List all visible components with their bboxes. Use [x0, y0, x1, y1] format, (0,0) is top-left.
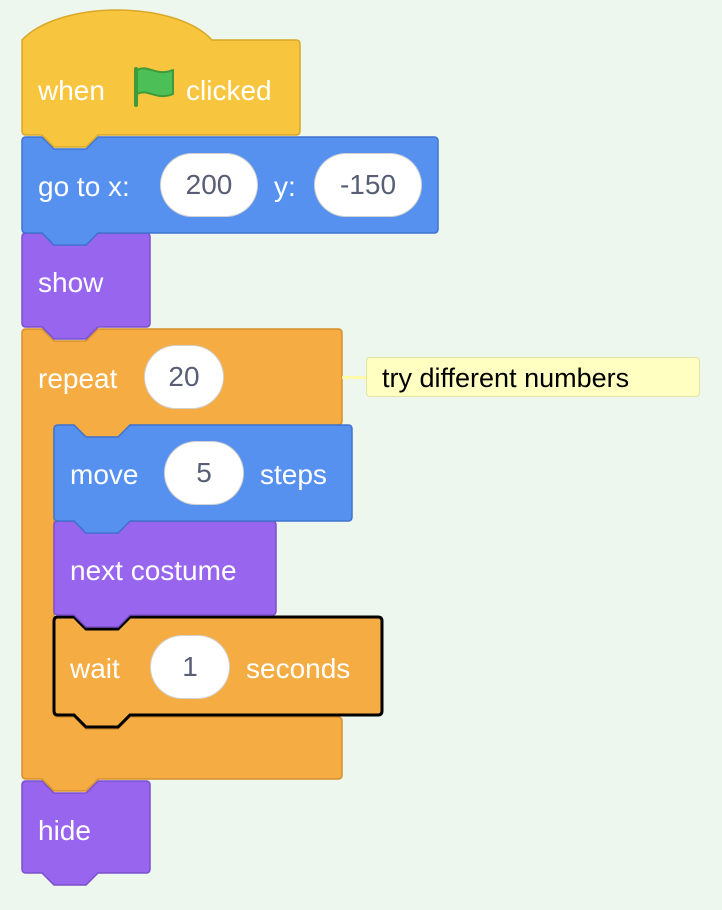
goto-y-label: y:	[274, 171, 296, 202]
comment-note[interactable]: try different numbers	[366, 357, 700, 397]
show-label: show	[38, 267, 104, 298]
hide-block[interactable]	[21, 780, 151, 886]
repeat-label: repeat	[38, 363, 118, 394]
hat-when-label: when	[38, 75, 105, 106]
hide-label: hide	[38, 815, 91, 846]
move-label: move	[70, 459, 139, 490]
wait-seconds-input[interactable]: 1	[150, 635, 230, 699]
next-costume-label: next costume	[70, 555, 237, 586]
repeat-block[interactable]	[21, 328, 343, 792]
wait-seconds-label: seconds	[246, 653, 351, 684]
move-steps-input[interactable]: 5	[164, 441, 244, 505]
repeat-count-input[interactable]: 20	[144, 345, 224, 409]
goto-x-input[interactable]: 200	[160, 153, 258, 217]
move-steps-label: steps	[260, 459, 327, 490]
goto-y-input[interactable]: -150	[314, 153, 422, 217]
green-flag-icon	[134, 67, 174, 107]
wait-label: wait	[70, 653, 120, 684]
goto-x-label: go to x:	[38, 171, 130, 202]
comment-connector	[342, 376, 366, 379]
hat-clicked-label: clicked	[186, 75, 272, 106]
